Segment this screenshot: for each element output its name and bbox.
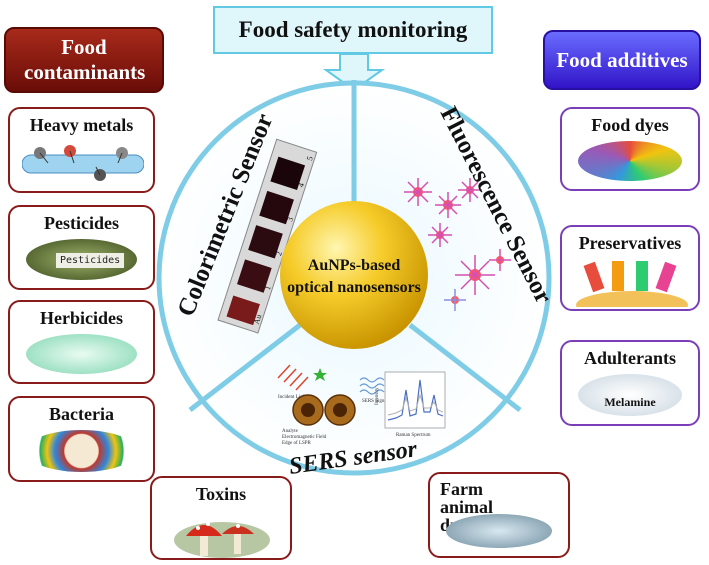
toxins-card: Toxins [150,476,292,560]
melamine-label: Melamine [604,395,656,409]
food-dyes-card: Food dyes [560,107,700,191]
sers-illustration-image: Incident Light SERS Signal Analyte Elect… [277,364,446,446]
svg-text:SERS Signal: SERS Signal [362,399,389,404]
heavy-metals-image [22,145,144,181]
food-additives-label: Food additives [556,47,688,72]
title-box: Food safety monitoring [213,6,493,54]
page-title: Food safety monitoring [238,17,468,42]
svg-text:Edge of LSPR: Edge of LSPR [282,441,312,446]
svg-text:Analyte: Analyte [282,429,299,434]
herbicides-label: Herbicides [40,308,123,328]
pesticides-image: Pesticides [26,239,137,280]
bacteria-card: Bacteria [8,396,155,482]
preservatives-image [576,261,688,307]
farm-animal-drugs-image [446,514,552,548]
food-dyes-image [578,141,682,181]
heavy-metals-card: Heavy metals [8,107,155,193]
heavy-metals-label: Heavy metals [29,115,134,135]
adulterants-card: Adulterants Melamine [560,340,700,426]
adulterants-image: Melamine [578,374,682,416]
svg-text:Incident Light: Incident Light [278,395,307,400]
pesticides-card: Pesticides Pesticides [8,205,155,290]
bacteria-image [26,430,137,472]
food-contaminants-label: Food contaminants [24,35,146,84]
bacteria-label: Bacteria [49,404,114,424]
food-dyes-label: Food dyes [591,115,669,135]
svg-text:4: 4 [296,182,306,189]
farm-animal-drugs-card: Farm animal drugs [428,472,570,558]
svg-text:Au: Au [252,313,264,325]
toxins-image [174,522,270,558]
svg-text:2: 2 [274,250,284,257]
fluorescence-nanoparticles-image [404,178,511,311]
pesticides-label: Pesticides [44,213,119,233]
food-contaminants-header: Food contaminants [4,27,164,93]
svg-text:1: 1 [263,285,273,292]
center-label-line2: optical nanosensors [287,279,421,296]
herbicides-card: Herbicides [8,300,155,384]
preservatives-card: Preservatives [560,225,700,311]
svg-text:3: 3 [285,216,295,223]
svg-text:Raman Spectrum: Raman Spectrum [396,433,431,438]
svg-text:5: 5 [305,155,315,162]
food-additives-header: Food additives [543,30,701,90]
aunps-sphere [280,201,428,349]
herbicides-image [26,334,137,374]
svg-text:Electromagnetic Field: Electromagnetic Field [282,435,327,440]
adulterants-label: Adulterants [583,348,676,368]
colorimetric-strip-image: Au 1 2 3 4 5 [217,138,318,334]
svg-text:Intensity: Intensity [375,387,380,405]
toxins-label: Toxins [195,484,247,504]
preservatives-label: Preservatives [578,233,682,253]
center-label-line1: AuNPs-based [308,257,401,274]
